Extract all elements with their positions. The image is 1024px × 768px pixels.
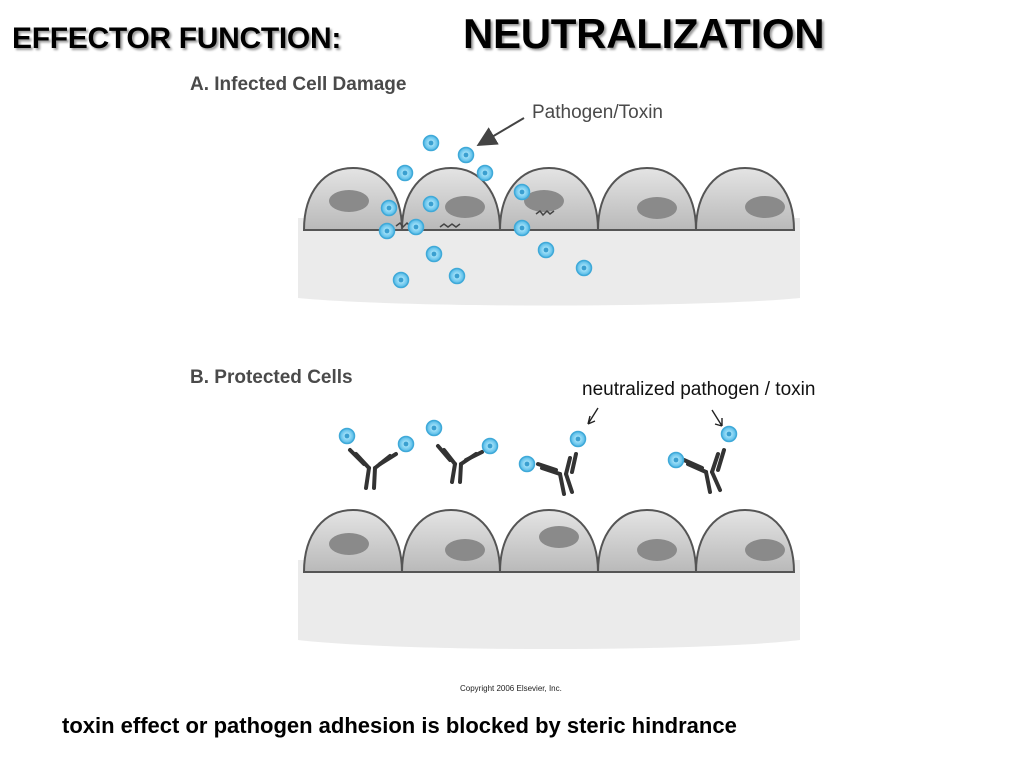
nucleus [329, 533, 369, 555]
pathogen-toxin-label: Pathogen/Toxin [532, 102, 663, 123]
pathogen [425, 245, 443, 263]
nucleus [745, 196, 785, 218]
tissue-layer-a [298, 218, 800, 306]
pathogen [513, 219, 531, 237]
slide-title-prefix: EFFECTOR FUNCTION: [12, 22, 342, 55]
cell [695, 167, 795, 231]
cell [695, 509, 795, 573]
pathogen [537, 241, 555, 259]
neutralized-pathogen-label: neutralized pathogen / toxin [582, 379, 816, 400]
pathogen [457, 146, 475, 164]
pathogen [392, 271, 410, 289]
bound-pathogen [397, 435, 415, 453]
nucleus [445, 539, 485, 561]
panel-b-heading: B. Protected Cells [190, 367, 353, 388]
membrane-damage [535, 209, 555, 217]
pathogen [575, 259, 593, 277]
cell-row-a [303, 167, 795, 231]
nucleus [329, 190, 369, 212]
membrane-damage [395, 221, 411, 229]
pathogen [476, 164, 494, 182]
panel-a-heading: A. Infected Cell Damage [190, 74, 407, 95]
cell [401, 509, 501, 573]
antibody-complex-4 [667, 425, 738, 494]
tissue-layer-b [298, 560, 800, 649]
nucleus [637, 197, 677, 219]
pathogen-arrow [476, 117, 525, 147]
nucleus [524, 190, 564, 212]
bound-pathogen [667, 451, 685, 469]
pathogen [448, 267, 466, 285]
bound-pathogen [720, 425, 738, 443]
nucleus [539, 526, 579, 548]
pathogen [513, 183, 531, 201]
slide-title-main: NEUTRALIZATION [463, 10, 825, 57]
pathogen [407, 218, 425, 236]
nucleus [445, 196, 485, 218]
pathogen [422, 134, 440, 152]
bound-pathogen [518, 455, 536, 473]
bound-pathogen [338, 427, 356, 445]
annotation-arrow-right [711, 409, 723, 427]
membrane-damage [439, 223, 461, 228]
pathogen [378, 222, 396, 240]
nucleus [745, 539, 785, 561]
copyright-notice: Copyright 2006 Elsevier, Inc. [460, 684, 562, 693]
antibody-complex-2 [425, 419, 499, 484]
pathogen [422, 195, 440, 213]
slide-caption: toxin effect or pathogen adhesion is blo… [62, 713, 737, 738]
pathogen [396, 164, 414, 182]
cell-row-b [303, 509, 795, 573]
bound-pathogen [425, 419, 443, 437]
bound-pathogen [481, 437, 499, 455]
annotation-arrow-left [587, 407, 599, 425]
bound-pathogen [569, 430, 587, 448]
nucleus [637, 539, 677, 561]
pathogen [380, 199, 398, 217]
antibody-complex-3 [518, 430, 587, 496]
antibody-complex-1 [338, 427, 415, 490]
